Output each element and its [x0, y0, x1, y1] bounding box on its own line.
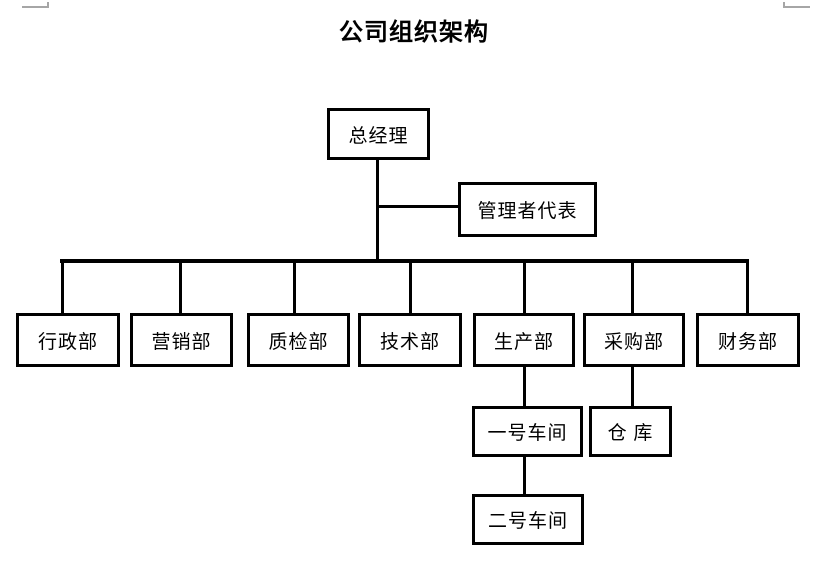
node-warehouse: 仓 库 — [589, 406, 672, 457]
node-production-dept: 生产部 — [473, 313, 575, 367]
node-marketing-dept: 营销部 — [130, 313, 233, 367]
connector-drop-marketing — [179, 259, 182, 316]
connector-root-trunk — [376, 158, 379, 263]
node-purchasing-dept: 采购部 — [583, 313, 685, 367]
page-margin-mark-top-right-horizontal — [784, 6, 810, 8]
connector-drop-tech — [409, 259, 412, 316]
node-finance-dept: 财务部 — [696, 313, 800, 367]
node-admin-dept: 行政部 — [16, 313, 120, 367]
connector-drop-admin — [61, 259, 64, 316]
connector-drop-purchasing — [631, 259, 634, 316]
node-workshop-2: 二号车间 — [472, 494, 584, 545]
connector-drop-finance — [746, 259, 749, 316]
connector-purchasing-warehouse — [631, 365, 634, 408]
node-management-representative: 管理者代表 — [458, 182, 597, 237]
connector-drop-qc — [293, 259, 296, 316]
connector-drop-production — [523, 259, 526, 316]
connector-workshop1-workshop2 — [523, 455, 526, 496]
page-margin-mark-top-right-vertical — [783, 2, 785, 8]
connector-distribution-line — [60, 259, 749, 263]
node-workshop-1: 一号车间 — [472, 406, 583, 457]
node-quality-dept: 质检部 — [247, 313, 350, 367]
chart-title: 公司组织架构 — [339, 20, 489, 46]
page-margin-mark-top-left-horizontal — [22, 6, 48, 8]
page-margin-mark-top-left-vertical — [47, 2, 49, 8]
connector-production-workshop1 — [523, 365, 526, 408]
node-technology-dept: 技术部 — [358, 313, 462, 367]
node-general-manager: 总经理 — [327, 108, 430, 160]
connector-rep-branch — [376, 205, 461, 208]
